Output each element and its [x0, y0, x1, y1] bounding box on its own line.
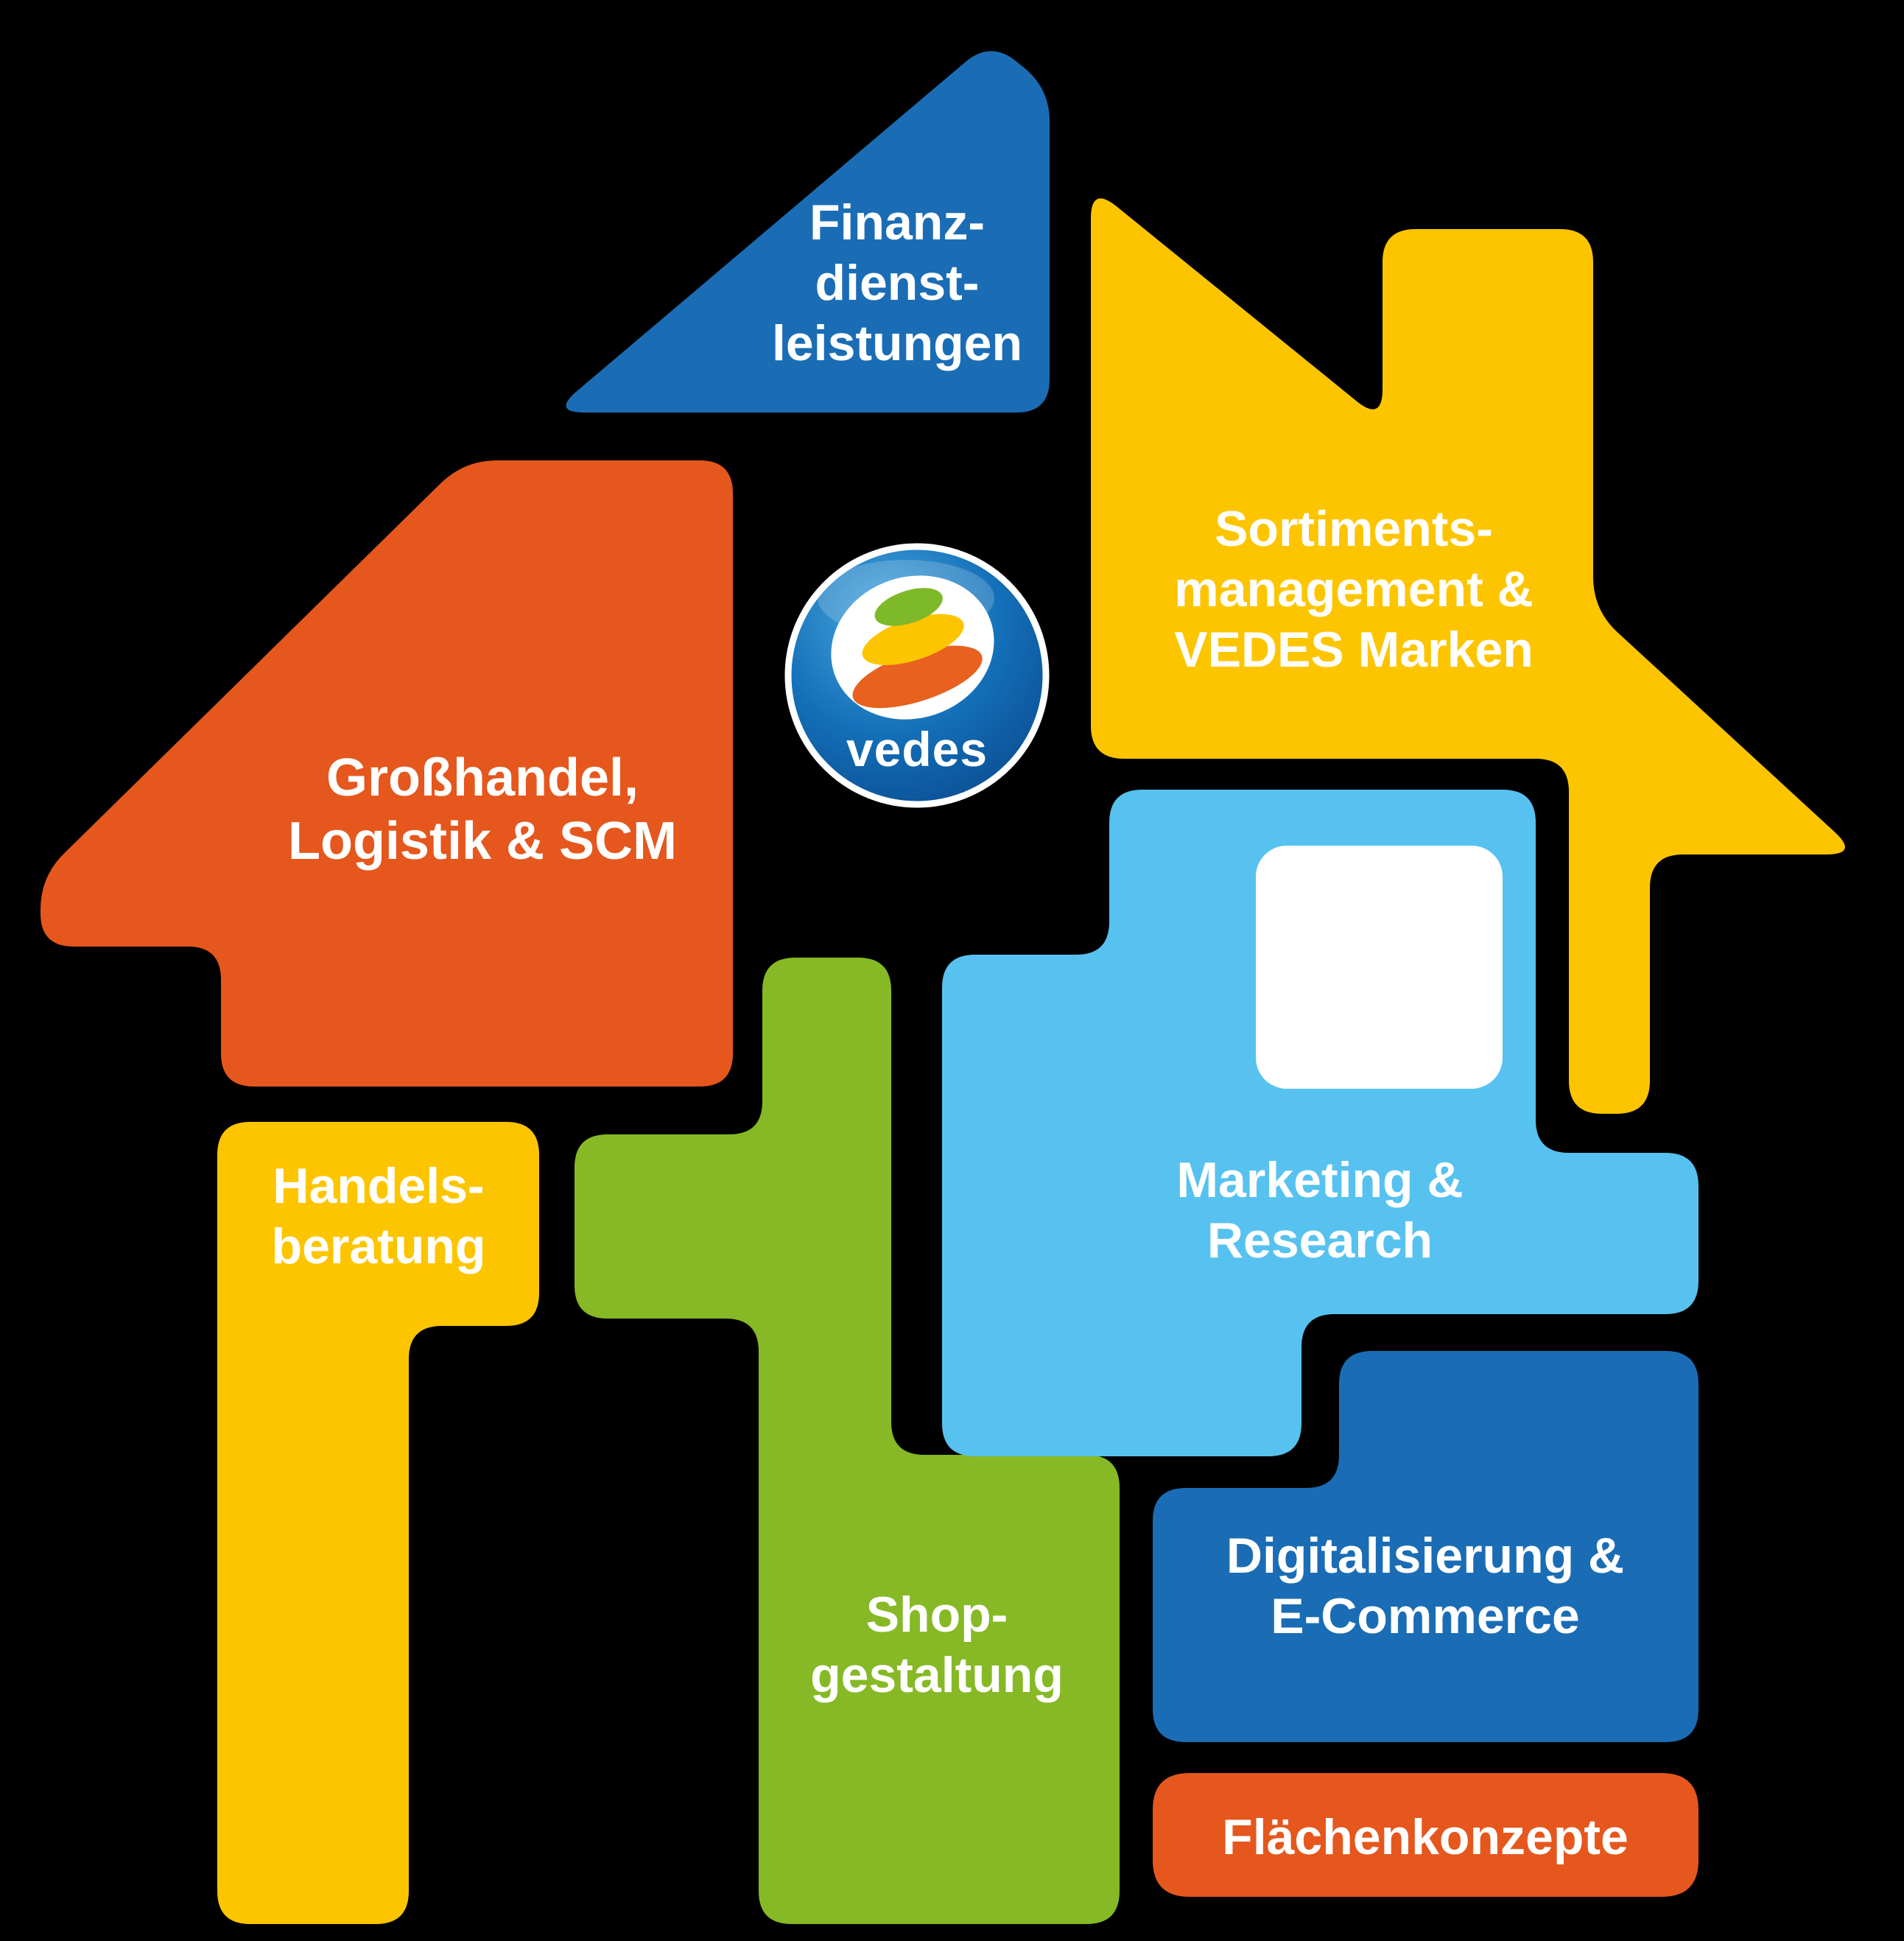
- piece-digitalisierung-ecommerce: [1153, 1351, 1699, 1742]
- piece-marketing-research: [942, 790, 1699, 1456]
- label-marketing-line1: Marketing &: [1176, 1152, 1463, 1208]
- label-sortiments-line2: management &: [1174, 561, 1533, 617]
- label-finanz-line2: dienst-: [815, 255, 980, 311]
- label-finanz-line3: leistungen: [772, 315, 1022, 371]
- label-shopgestaltung-line2: gestaltung: [810, 1647, 1064, 1703]
- label-handelsberatung-line1: Handels-: [273, 1158, 484, 1214]
- piece-sortimentsmanagement: [1091, 198, 1845, 1115]
- vedes-logo: vedes: [784, 543, 1050, 808]
- logo-top-layer-yellow: [862, 614, 964, 665]
- label-grosshandel-line2: Logistik & SCM: [288, 812, 677, 871]
- logo-spinning-top-icon: [831, 575, 994, 720]
- label-digitalisierung-line1: Digitalisierung &: [1226, 1528, 1624, 1584]
- label-grosshandel-line1: Großhandel,: [326, 748, 639, 807]
- logo-wordmark: vedes: [846, 722, 988, 776]
- label-flaechenkonzepte: Flächenkonzepte: [1222, 1809, 1629, 1865]
- house-window: [1256, 846, 1503, 1089]
- piece-shopgestaltung: [575, 958, 1120, 1924]
- piece-flaechenkonzepte: [1153, 1773, 1699, 1897]
- piece-handelsberatung: [217, 1122, 539, 1924]
- piece-grosshandel-logistik-scm: [41, 460, 733, 1087]
- piece-finanzdienstleistungen: [566, 51, 1050, 413]
- label-sortiments-line3: VEDES Marken: [1174, 622, 1534, 678]
- label-digitalisierung-line2: E-Commerce: [1271, 1588, 1580, 1644]
- logo-top-layer-green: [874, 588, 943, 626]
- label-marketing-line2: Research: [1207, 1212, 1433, 1268]
- label-handelsberatung-line2: beratung: [272, 1218, 486, 1274]
- logo-top-layer-orange: [852, 645, 983, 709]
- label-sortiments-line1: Sortiments-: [1215, 501, 1493, 557]
- label-shopgestaltung-line1: Shop-: [866, 1587, 1008, 1643]
- label-finanz-line1: Finanz-: [809, 194, 985, 250]
